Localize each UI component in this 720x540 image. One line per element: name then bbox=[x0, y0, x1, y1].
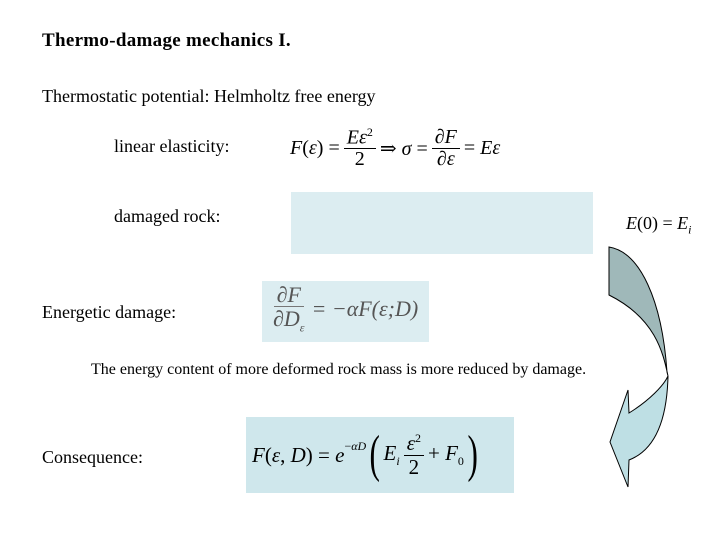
damaged-rock-formula-box bbox=[291, 192, 593, 254]
slide-subtitle: Thermostatic potential: Helmholtz free e… bbox=[42, 86, 376, 106]
label-consequence: Consequence: bbox=[42, 447, 143, 467]
energetic-damage-formula-box: ∂F∂Dε = −αF(ε;D) bbox=[262, 281, 429, 342]
label-energetic-damage: Energetic damage: bbox=[42, 302, 177, 322]
slide-title: Thermo-damage mechanics I. bbox=[42, 30, 291, 51]
label-damaged-rock: damaged rock: bbox=[114, 206, 221, 226]
energy-note: The energy content of more deformed rock… bbox=[91, 361, 587, 378]
label-linear-elasticity: linear elasticity: bbox=[114, 136, 230, 156]
equation-initial-modulus: E(0) = Ei bbox=[626, 213, 692, 237]
